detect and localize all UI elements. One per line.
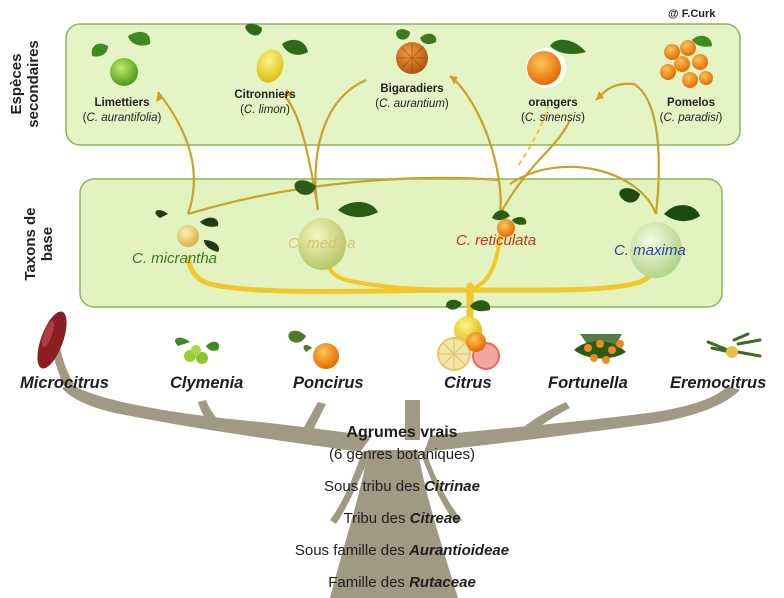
genus-microcitrus: Microcitrus [20,374,109,393]
species-scientific-name: C. paradisi [664,112,719,124]
species-scientific-name: C. limon [244,104,286,116]
base-label-line1: Taxons de [22,194,39,294]
family-tree [52,346,740,598]
author-credit: @ F.Curk [668,8,715,20]
trunk-title: Agrumes vrais [232,424,572,442]
taxon-maxima: C. maxima [614,242,686,259]
base-taxa-row-label: Taxons de base [22,194,58,294]
species-citronniers: Citronniers (C. limon) [210,88,320,118]
trunk-line-tribe: Tribu des Citreae [232,510,572,527]
base-label-line2: base [39,194,56,294]
species-name: orangers [498,96,608,111]
trunk-line-subtribe: Sous tribu des Citrinae [232,478,572,495]
taxon-medica: C. medica [288,235,356,252]
trunk-line-subfamily: Sous famille des Aurantioideae [232,542,572,559]
species-orangers: orangers (C. sinensis) [498,96,608,126]
species-scientific-name: C. aurantium [379,98,445,110]
clymenia-fruit-icon [175,338,219,364]
genus-clymenia: Clymenia [170,374,243,393]
taxon-micrantha: C. micrantha [132,250,217,267]
microcitrus-fruit-icon [31,308,72,372]
genus-citrus: Citrus [444,374,492,393]
species-scientific-name: C. aurantifolia [87,112,158,124]
genus-poncirus: Poncirus [293,374,364,393]
secondary-label-line2: secondaires [25,34,42,134]
trunk-subtitle: (6 genres botaniques) [232,446,572,463]
species-scientific-name: C. sinensis [525,112,581,124]
taxon-reticulata: C. reticulata [456,232,536,249]
species-name: Limettiers [62,96,182,111]
species-name: Citronniers [210,88,320,103]
fortunella-fruit-icon [574,334,626,364]
species-pomelos: Pomelos (C. paradisi) [636,96,746,126]
secondary-label-line1: Espèces [8,34,25,134]
genus-eremocitrus: Eremocitrus [670,374,766,393]
genus-fortunella: Fortunella [548,374,628,393]
species-name: Pomelos [636,96,746,111]
secondary-species-row-label: Espèces secondaires [8,34,44,134]
eremocitrus-fruit-icon [708,334,760,358]
species-limettiers: Limettiers (C. aurantifolia) [62,96,182,126]
species-name: Bigaradiers [352,82,472,97]
species-bigaradiers: Bigaradiers (C. aurantium) [352,82,472,112]
trunk-line-family: Famille des Rutaceae [232,574,572,591]
poncirus-fruit-icon [288,331,339,369]
